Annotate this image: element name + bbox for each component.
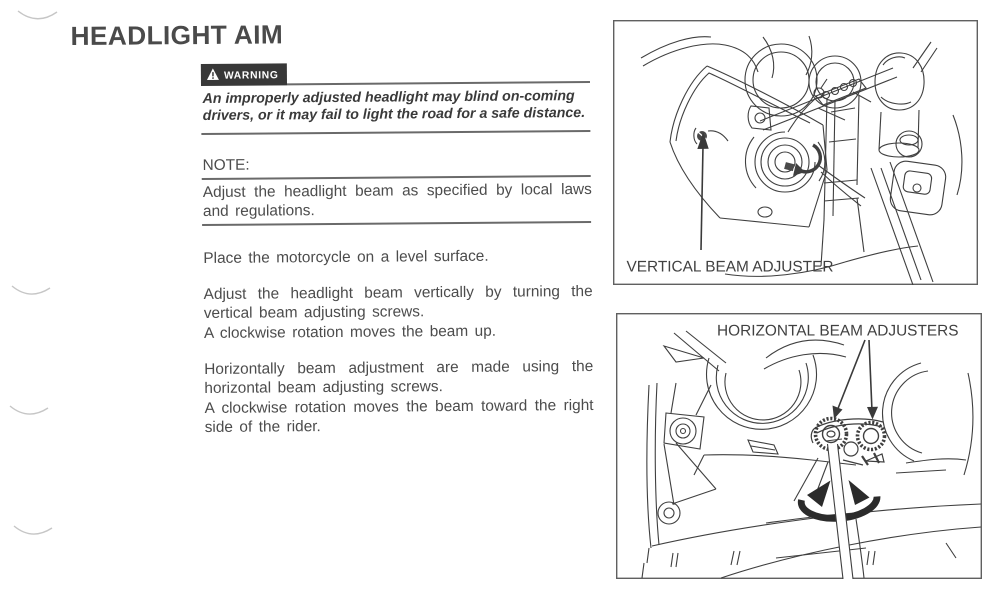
svg-text:VERTICAL BEAM ADJUSTER: VERTICAL BEAM ADJUSTER	[627, 259, 834, 276]
svg-text:WARNING: WARNING	[224, 70, 279, 81]
svg-text:HORIZONTAL BEAM ADJUSTERS: HORIZONTAL BEAM ADJUSTERS	[717, 323, 959, 340]
